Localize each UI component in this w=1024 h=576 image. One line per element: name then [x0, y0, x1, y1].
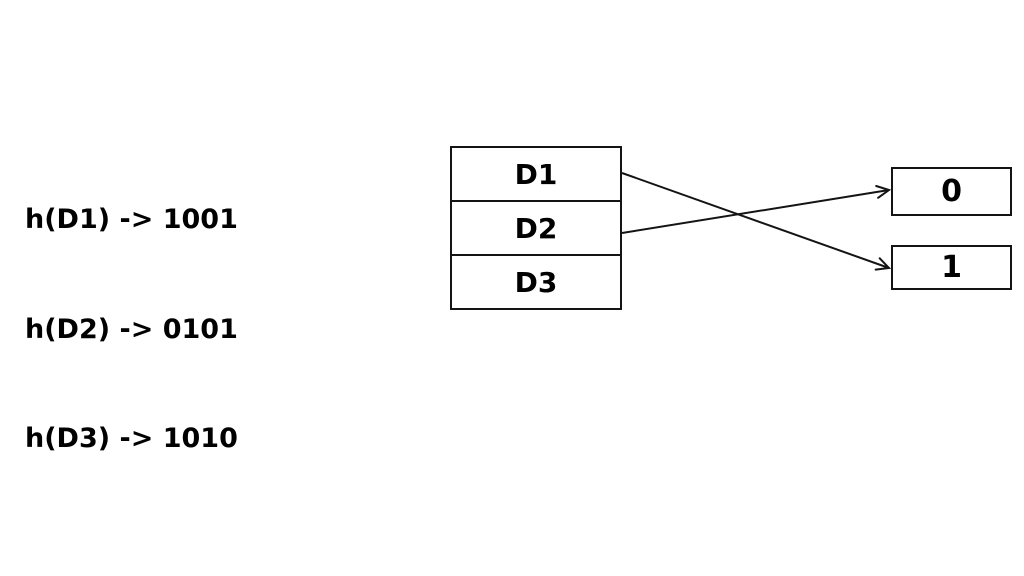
arrow-d1-to-bucket-1	[621, 172, 892, 271]
table-row-d1: D1	[452, 148, 620, 202]
hash-line-d2: h(D2) -> 0101	[25, 313, 238, 345]
bucket-0-box: 0	[891, 167, 1012, 216]
hash-line-d3: h(D3) -> 1010	[25, 423, 238, 454]
table-row-d3: D3	[452, 256, 620, 308]
documents-table: D1 D2 D3	[450, 146, 622, 310]
hash-line-d1: h(D1) -> 1001	[25, 204, 238, 235]
arrow-d2-to-bucket-0	[621, 184, 892, 234]
hash-function-list: h(D1) -> 1001 h(D2) -> 0101 h(D3) -> 101…	[25, 129, 238, 531]
bucket-1-box: 1	[891, 245, 1012, 290]
table-row-d2: D2	[452, 202, 620, 256]
